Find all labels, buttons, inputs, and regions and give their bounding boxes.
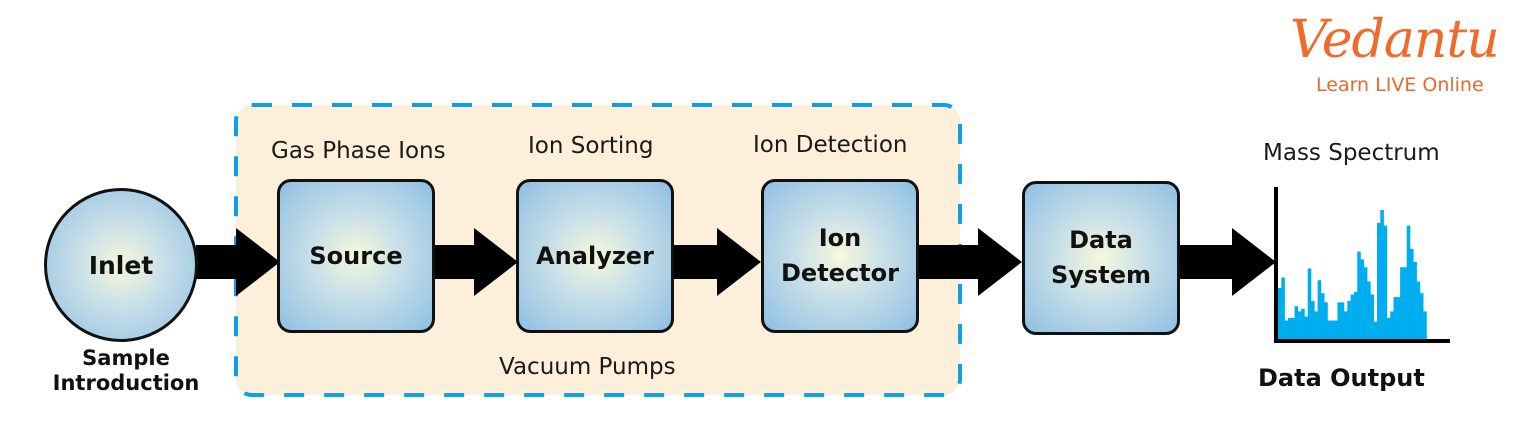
spectrum-bar xyxy=(1413,262,1417,340)
vacuum-pumps-label: Vacuum Pumps xyxy=(499,354,676,380)
spectrum-bar xyxy=(1344,311,1348,340)
spectrum-bar xyxy=(1360,259,1365,340)
spectrum-bar xyxy=(1373,321,1378,340)
spectrum-bar xyxy=(1393,297,1398,340)
arrow-datasystem-to-output xyxy=(1180,228,1276,296)
spectrum-bar xyxy=(1416,281,1421,340)
spectrum-bar xyxy=(1357,251,1361,340)
spectrum-bar xyxy=(1419,293,1424,340)
spectrum-bar xyxy=(1311,301,1315,340)
arrow-analyzer-to-detector xyxy=(672,228,761,296)
arrow-inlet-to-source xyxy=(196,228,280,296)
spectrum-bar xyxy=(1284,320,1289,340)
spectrum-bar xyxy=(1307,268,1312,340)
spectrum-bar xyxy=(1383,225,1388,340)
spectrum-bar xyxy=(1390,311,1394,340)
spectrum-bar xyxy=(1278,288,1282,340)
spectrum-bar xyxy=(1291,317,1295,340)
arrow-source-to-analyzer xyxy=(434,228,518,296)
spectrum-bar xyxy=(1294,306,1299,340)
spectrum-bar xyxy=(1347,301,1351,340)
spectrum-bar xyxy=(1324,302,1328,340)
arrow-detector-to-datasystem xyxy=(918,228,1022,296)
analyzer-box: Analyzer xyxy=(516,179,674,333)
stage-title-analyzer: Ion Sorting xyxy=(528,133,654,159)
spectrum-bar xyxy=(1386,317,1391,340)
inlet-label: Inlet xyxy=(88,250,154,280)
spectrum-bar xyxy=(1327,320,1332,340)
spectrum-bar xyxy=(1297,311,1302,340)
spectrum-bar xyxy=(1287,317,1292,340)
spectrum-bar xyxy=(1304,316,1308,340)
data-output-caption: Data Output xyxy=(1258,364,1425,392)
spectrum-bar xyxy=(1317,280,1322,340)
spectrum-bar xyxy=(1396,297,1401,340)
sample-introduction-caption: Sample Introduction xyxy=(52,346,200,396)
source-box: Source xyxy=(277,179,435,333)
mass-spectrum-title: Mass Spectrum xyxy=(1263,140,1440,166)
spectrum-bar xyxy=(1400,267,1404,340)
mass-spectrum-chart xyxy=(1274,187,1450,343)
spectrum-bar xyxy=(1406,225,1411,340)
spectrum-bar xyxy=(1330,320,1335,340)
spectrum-bar xyxy=(1380,210,1384,340)
spectrum-bar xyxy=(1403,267,1407,340)
stage-title-detector: Ion Detection xyxy=(753,132,908,158)
spectrum-bar xyxy=(1337,302,1341,340)
vedantu-logo: Vedantu xyxy=(1290,10,1500,70)
spectrum-bar xyxy=(1281,277,1285,340)
stage-title-source: Gas Phase Ions xyxy=(271,138,446,164)
spectrum-bar xyxy=(1363,267,1368,340)
spectrum-bar xyxy=(1370,294,1374,340)
logo-tagline: Learn LIVE Online xyxy=(1316,74,1484,96)
inlet-circle: Inlet xyxy=(44,188,198,342)
spectrum-bar xyxy=(1340,302,1345,340)
spectrum-bar xyxy=(1353,291,1358,340)
spectrum-bar xyxy=(1423,311,1427,340)
spectrum-bar xyxy=(1367,281,1371,340)
spectrum-bar xyxy=(1350,294,1355,340)
spectrum-bar xyxy=(1314,311,1318,340)
spectrum-bar xyxy=(1334,320,1338,340)
spectrum-bar xyxy=(1410,249,1414,340)
spectrum-bar xyxy=(1320,293,1325,340)
spectrum-bar xyxy=(1377,223,1381,340)
spectrum-bar xyxy=(1301,308,1305,340)
